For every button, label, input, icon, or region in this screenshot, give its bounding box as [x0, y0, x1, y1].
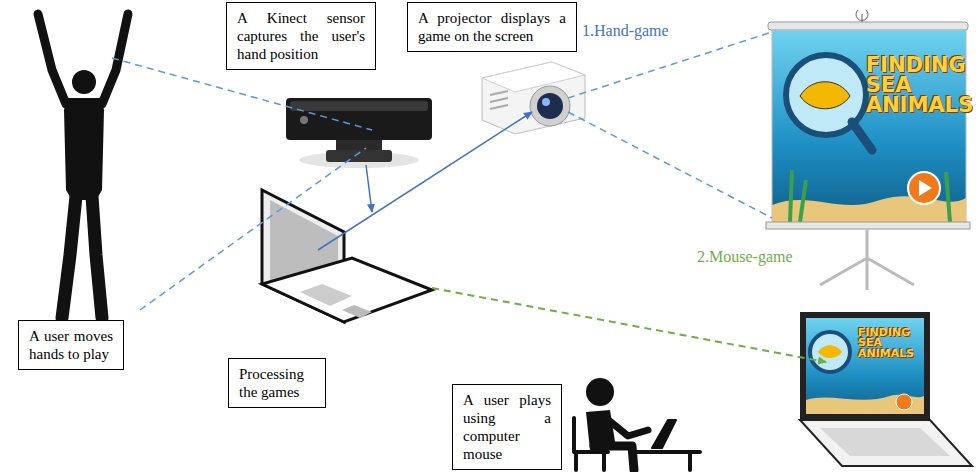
- game-title: FINDING SEA ANIMALS: [866, 56, 962, 116]
- callout-box: Processing the games: [228, 358, 326, 408]
- processing-laptop: [262, 190, 432, 322]
- callout-text: Processing the games: [239, 365, 315, 401]
- callout-box: A user plays using a computer mouse: [452, 384, 562, 470]
- projection-screen: [766, 10, 970, 290]
- game-label: 1.Hand-game: [582, 22, 669, 40]
- connector-lines: [112, 32, 826, 362]
- kinect-sensor: [286, 98, 432, 168]
- player-laptop: [800, 312, 972, 466]
- callout-text: A user moves hands to play: [29, 327, 113, 363]
- callout-box: A user moves hands to play: [18, 320, 124, 370]
- callout-box: A Kinect sensor captures the user's hand…: [226, 2, 376, 70]
- callout-text: A projector displays a game on the scree…: [418, 9, 566, 45]
- callout-text: A user plays using a computer mouse: [463, 391, 551, 463]
- callout-text: A Kinect sensor captures the user's hand…: [237, 9, 365, 63]
- callout-box: A projector displays a game on the scree…: [407, 2, 577, 52]
- game-label: 2.Mouse-game: [697, 248, 793, 266]
- game-title: FINDING SEA ANIMALS: [858, 328, 918, 359]
